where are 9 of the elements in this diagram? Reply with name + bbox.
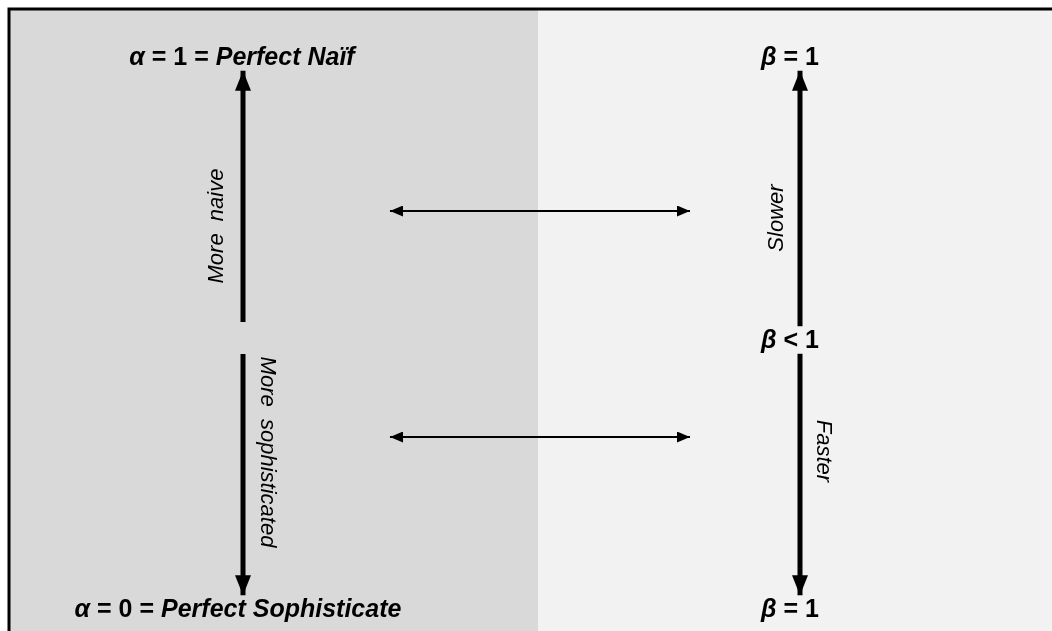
math-label: α = 0 = Perfect Sophisticate xyxy=(74,595,402,623)
edge-label: Faster xyxy=(813,419,835,483)
math-label: β < 1 xyxy=(761,326,819,354)
edge-label: More sophisticated xyxy=(257,356,279,548)
edge-label: Slower xyxy=(765,184,787,252)
math-label: β = 1 xyxy=(761,595,819,623)
edge-label: More naive xyxy=(205,168,227,284)
math-label: α = 1 = Perfect Naïf xyxy=(129,43,355,71)
math-label: β = 1 xyxy=(761,43,819,71)
